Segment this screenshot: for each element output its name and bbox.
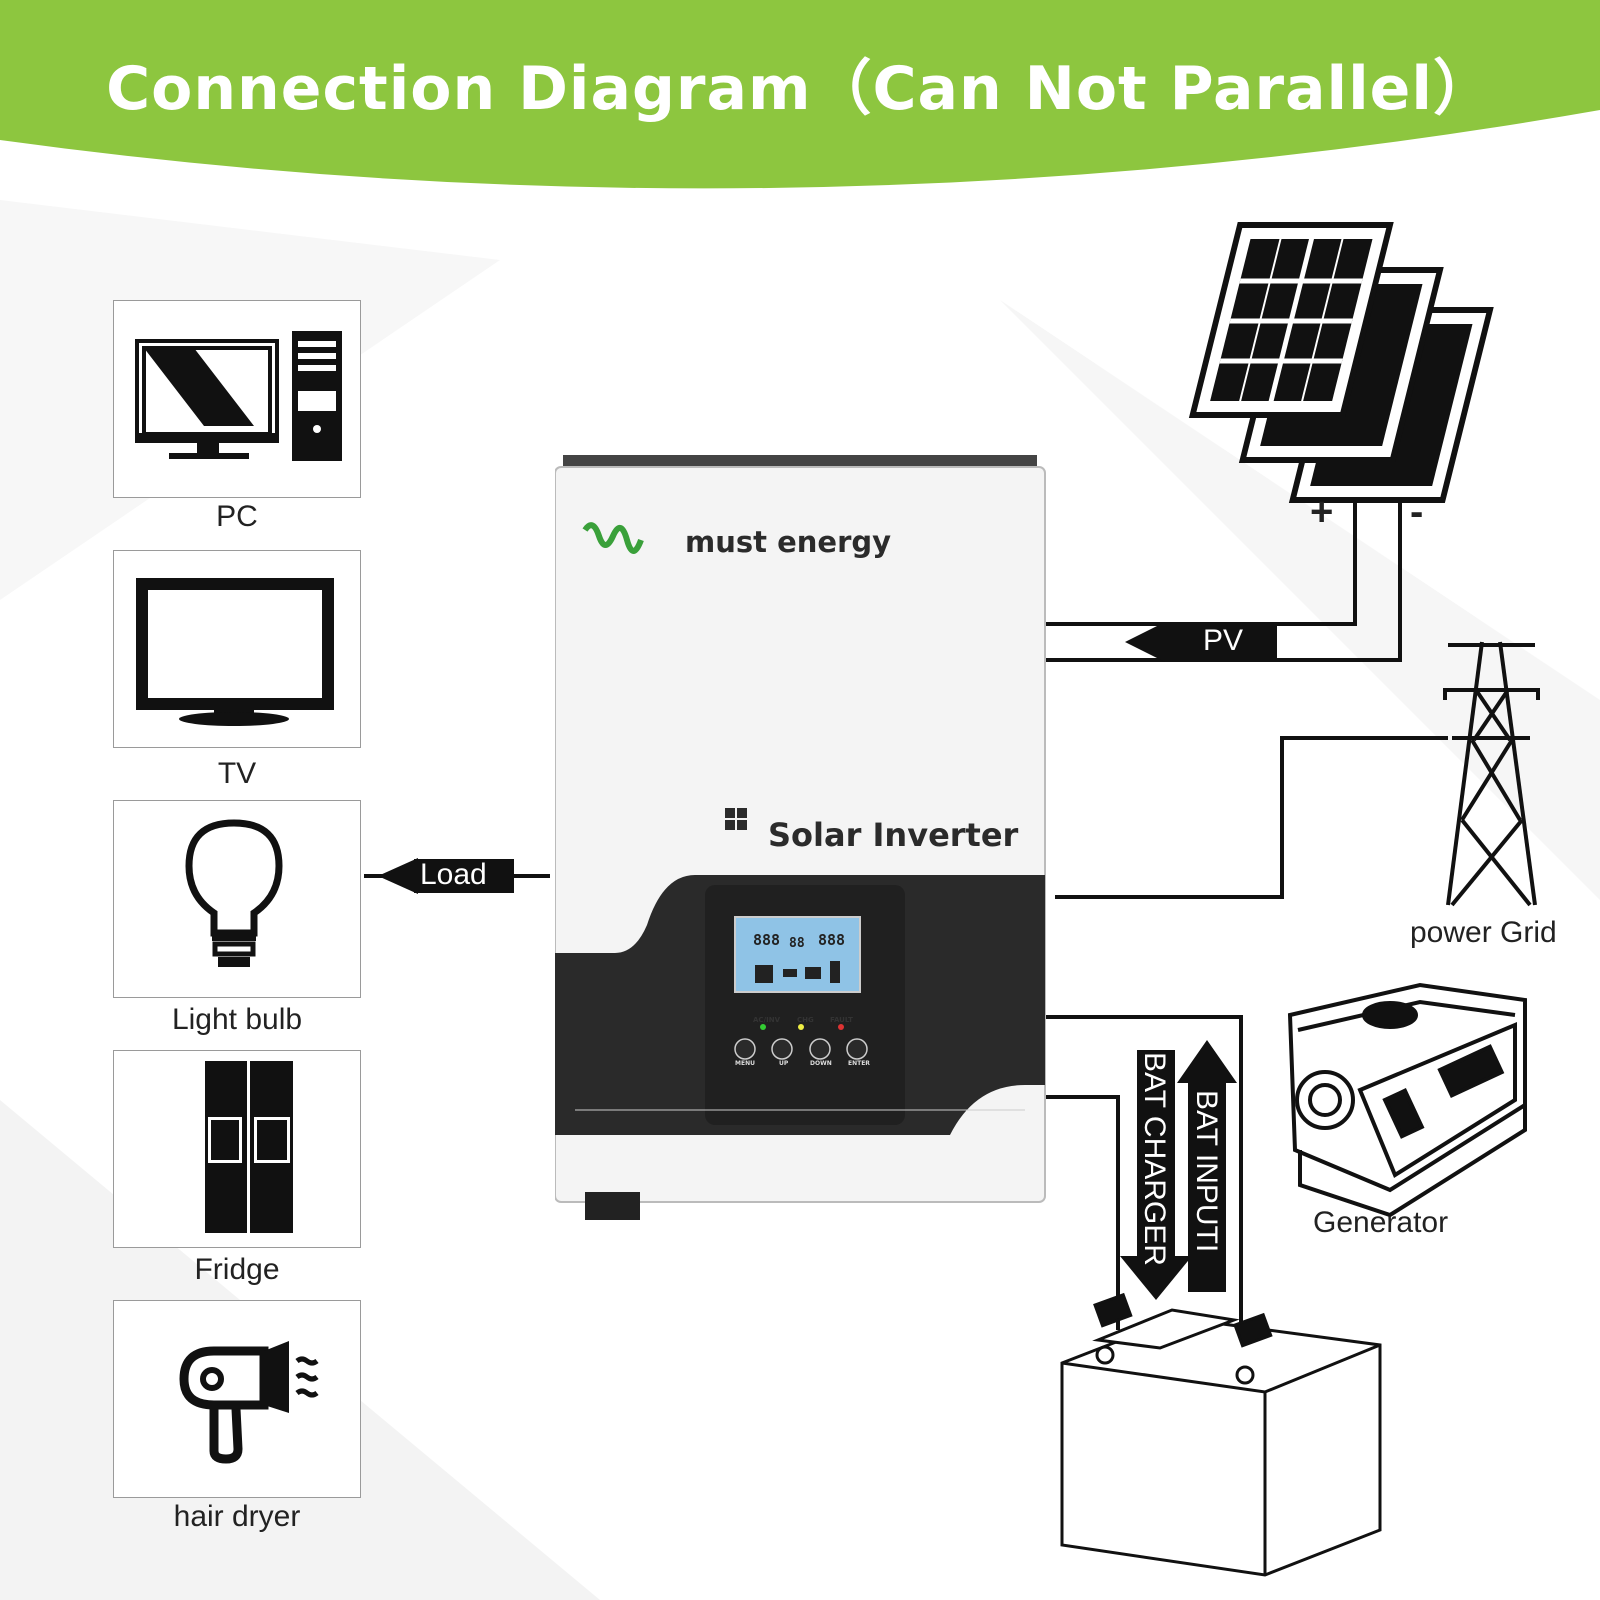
- fridge-icon: [205, 1061, 293, 1233]
- pv-plus-label: +: [1310, 490, 1334, 534]
- tv-label: TV: [217, 757, 257, 790]
- title-banner: [0, 0, 1600, 189]
- fridge-label: Fridge: [194, 1253, 280, 1286]
- tv-box: [113, 550, 361, 748]
- menu-button[interactable]: MENU: [735, 1060, 755, 1067]
- fridge-box: [113, 1050, 361, 1248]
- svg-text:888: 888: [818, 931, 845, 949]
- bat-charger-label: BAT CHARGER: [1138, 1052, 1171, 1266]
- lcd-screen: [734, 916, 861, 993]
- light-bulb-icon: [185, 819, 283, 967]
- generator-icon: [1287, 982, 1527, 1218]
- tv-icon: [136, 578, 334, 726]
- load-arrow-head: [378, 858, 418, 894]
- light-bulb-label: Light bulb: [171, 1003, 303, 1036]
- pv-arrow-head: [1125, 622, 1165, 662]
- pc-box: [113, 300, 361, 498]
- down-button[interactable]: DOWN: [810, 1060, 832, 1067]
- power-tower-icon: [1443, 641, 1540, 907]
- solar-panels-icon: [1188, 222, 1494, 503]
- pv-label: PV: [1203, 624, 1244, 657]
- bat-input-label: BAT INPUTI: [1190, 1090, 1223, 1253]
- hair-dryer-icon: [179, 1341, 319, 1464]
- enter-button[interactable]: ENTER: [848, 1060, 870, 1067]
- load-label: Load: [420, 858, 487, 891]
- inverter-unit: 888 88 888: [555, 455, 1046, 1220]
- indicator-ac-inv: AC/INV: [753, 1016, 780, 1024]
- model-name: Solar Inverter: [768, 816, 1019, 854]
- battery-icon: [1060, 1292, 1382, 1577]
- hair-dryer-box: [113, 1300, 361, 1498]
- indicator-fault: FAULT: [830, 1016, 853, 1024]
- up-button[interactable]: UP: [779, 1060, 789, 1067]
- diagram-title: Connection Diagram（Can Not Parallel）: [106, 54, 1494, 124]
- svg-text:888: 888: [753, 931, 780, 949]
- indicator-chg: CHG: [797, 1016, 814, 1024]
- bulb-box: [113, 800, 361, 998]
- pc-label: PC: [216, 500, 258, 533]
- generator-label: Generator: [1313, 1206, 1449, 1239]
- brand-name: must energy: [685, 525, 892, 559]
- pc-icon: [135, 331, 342, 461]
- hair-dryer-label: hair dryer: [173, 1500, 301, 1533]
- svg-text:88: 88: [789, 936, 805, 951]
- power-grid-label: power Grid: [1410, 916, 1557, 949]
- pv-minus-label: -: [1410, 490, 1424, 534]
